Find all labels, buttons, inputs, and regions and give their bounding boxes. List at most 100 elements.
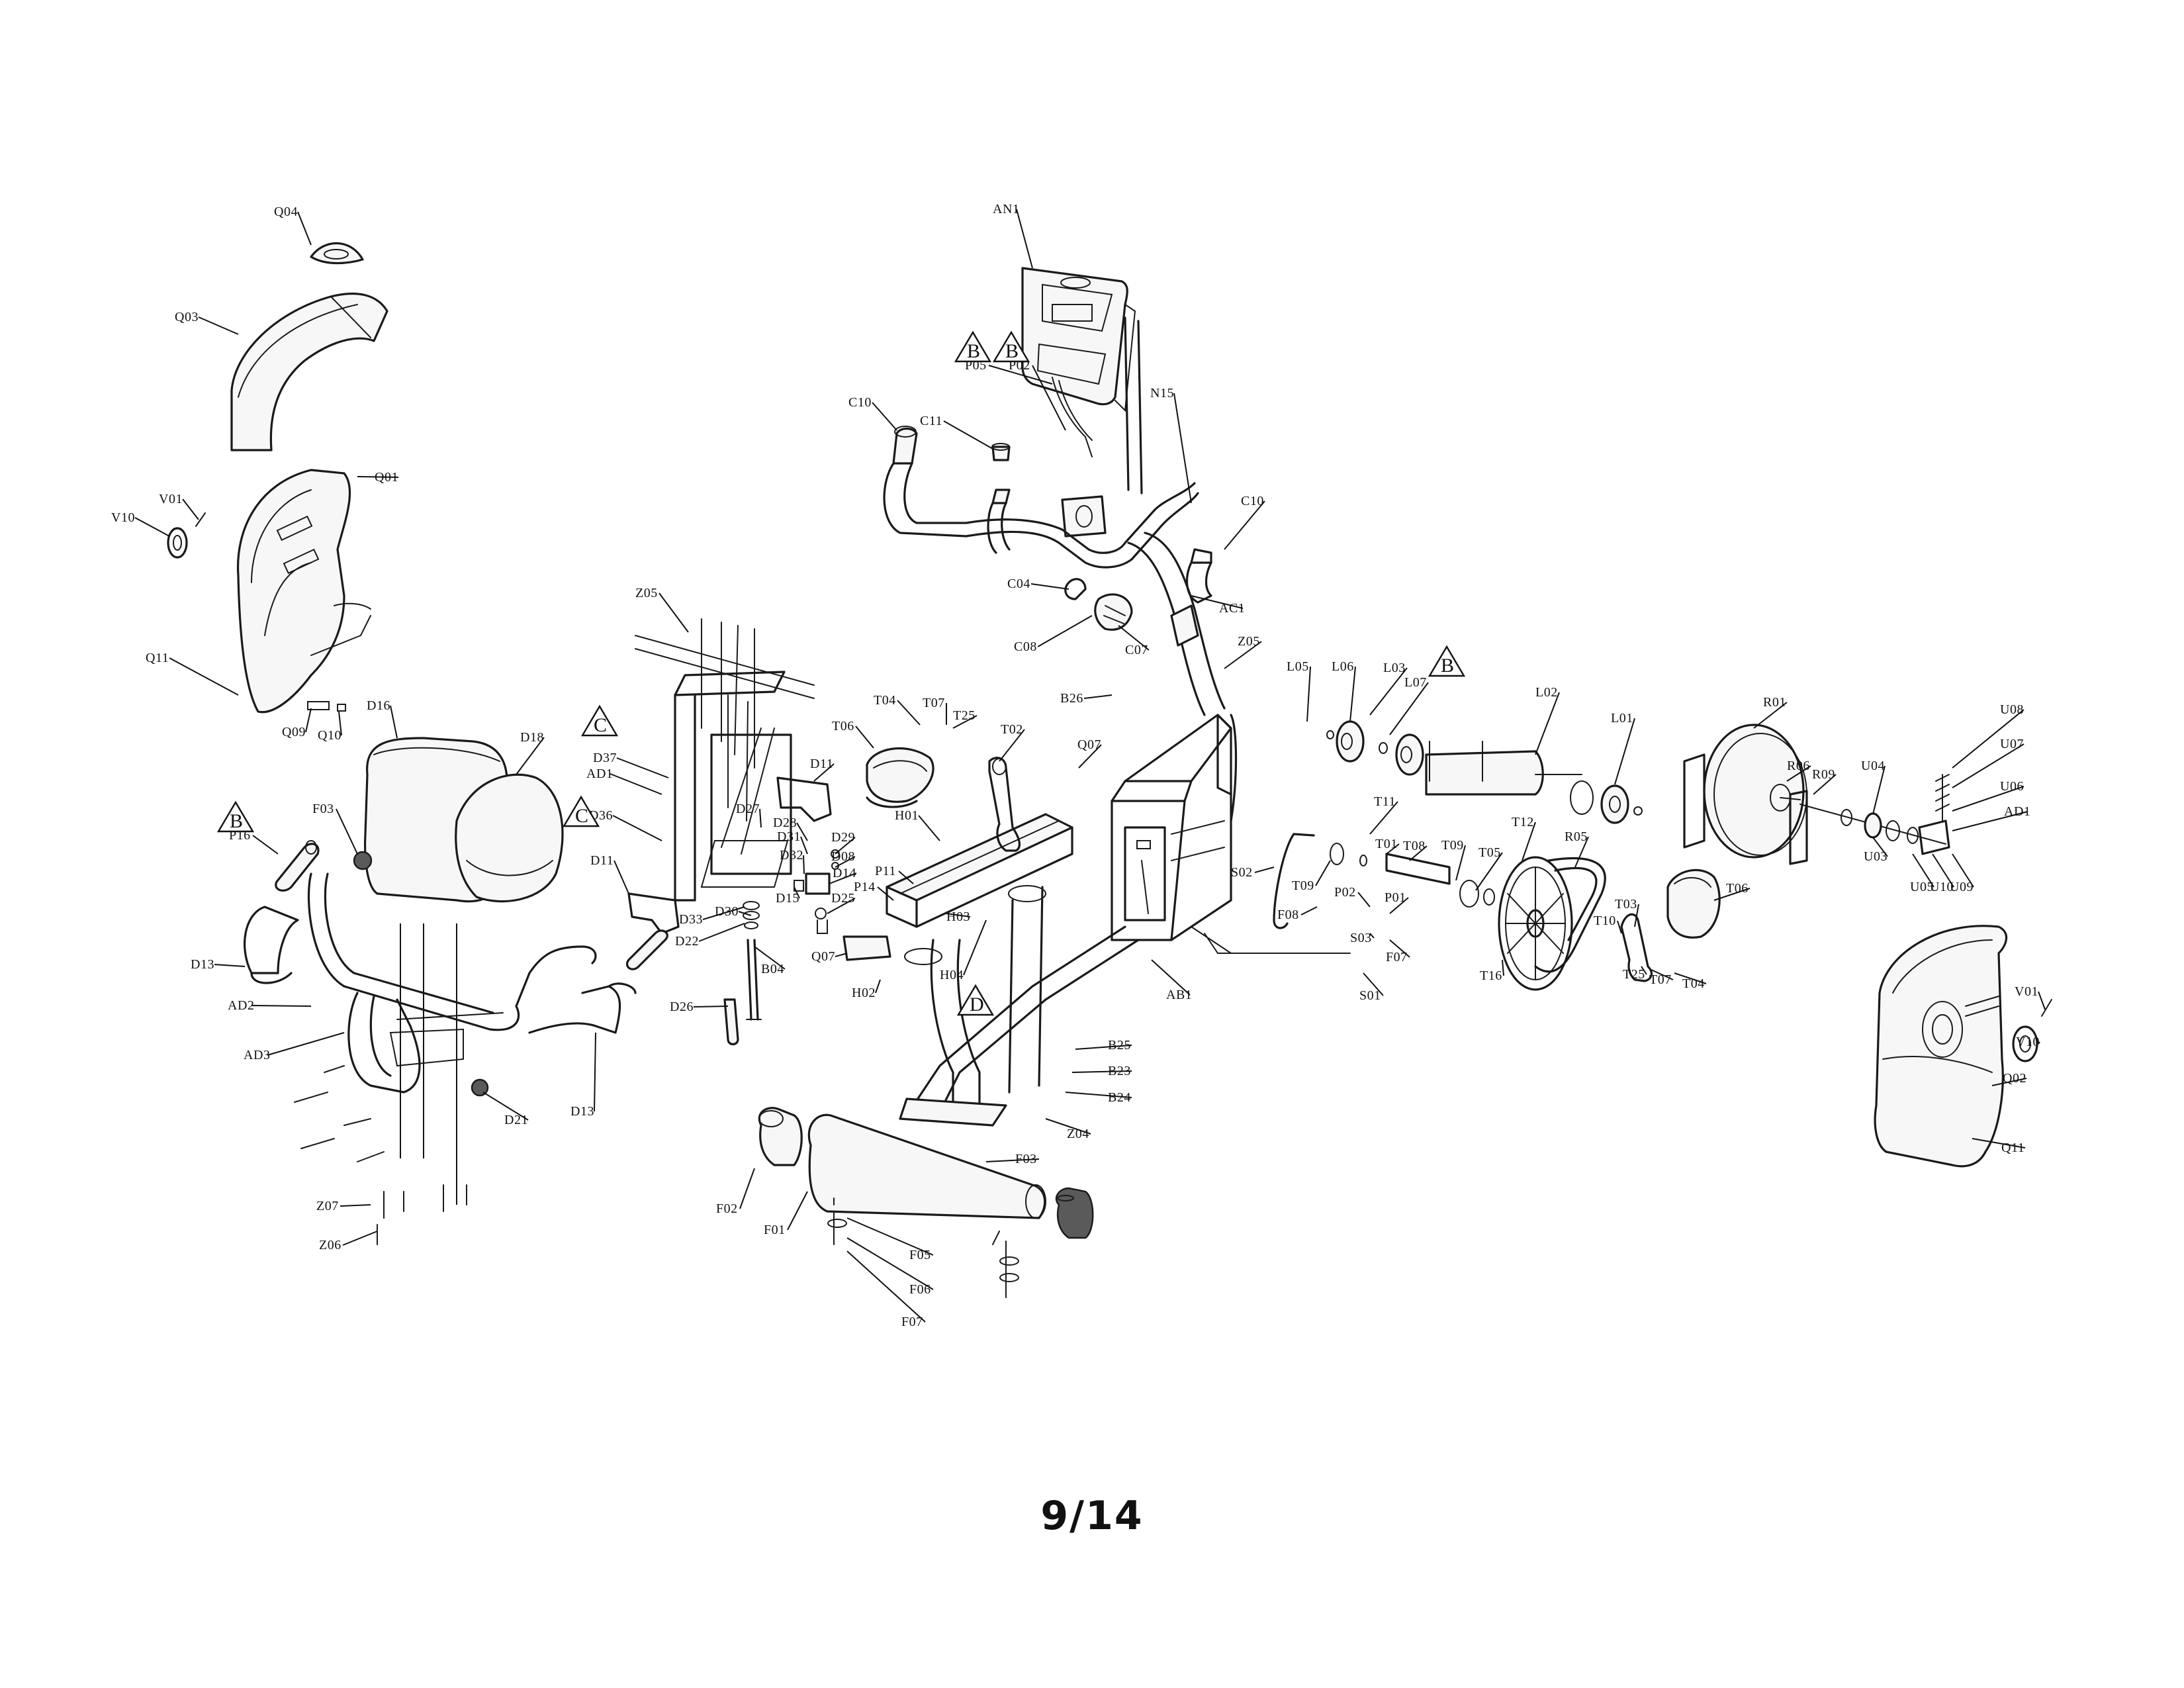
part-label: L07 xyxy=(1404,675,1427,690)
handle-grip-right-d13 xyxy=(528,982,637,1034)
callout-h02: H02 xyxy=(852,979,881,1000)
reference-marker-d: D xyxy=(956,984,995,1016)
leader-line xyxy=(2038,991,2046,1010)
part-label: P01 xyxy=(1385,890,1406,905)
part-label: N15 xyxy=(1150,386,1174,400)
leader-line xyxy=(1369,933,1375,939)
callout-t06: T06 xyxy=(832,719,874,749)
leader-line xyxy=(1254,867,1275,873)
part-label: Q09 xyxy=(282,725,306,739)
marker-letter: C xyxy=(575,805,588,827)
callout-u04: U04 xyxy=(1861,759,1886,815)
leader-line xyxy=(1389,939,1410,958)
handlebar-cap-c11 xyxy=(991,443,1011,461)
part-label: R05 xyxy=(1565,829,1588,844)
part-label: T07 xyxy=(1649,972,1672,987)
callout-d30: D30 xyxy=(715,904,752,919)
leader-line xyxy=(1522,821,1536,861)
callout-t07: T07 xyxy=(923,696,947,725)
leader-line xyxy=(943,420,993,449)
callout-v01: V01 xyxy=(2015,984,2046,1010)
callout-t08: T08 xyxy=(1403,839,1428,861)
callout-l06: L06 xyxy=(1332,659,1356,722)
reference-marker-b: B xyxy=(992,330,1030,363)
part-label: P02 xyxy=(1334,885,1356,900)
leader-line xyxy=(1075,1045,1132,1050)
pin-d26 xyxy=(723,998,739,1046)
callout-b25: B25 xyxy=(1075,1038,1132,1053)
leader-line xyxy=(1037,615,1093,647)
leader-line xyxy=(855,726,874,749)
part-label: AB1 xyxy=(1166,988,1192,1002)
callout-q03: Q03 xyxy=(175,310,239,335)
leader-line xyxy=(1315,860,1331,886)
right-shroud-q02 xyxy=(1874,925,2008,1168)
console-bracket-n15 xyxy=(1061,495,1107,538)
marker-letter: D xyxy=(970,994,984,1015)
leader-line xyxy=(614,860,629,894)
leader-line xyxy=(897,700,921,726)
marker-letter: C xyxy=(594,714,607,736)
callout-q09: Q09 xyxy=(282,708,312,739)
grip-sleeve-p16 xyxy=(275,840,320,892)
part-label: Q11 xyxy=(2001,1141,2025,1155)
seat-bolts xyxy=(294,1065,467,1245)
part-label: V10 xyxy=(111,510,135,525)
leader-line xyxy=(616,757,669,778)
callout-h04: H04 xyxy=(940,919,987,982)
callout-c08: C08 xyxy=(1014,615,1093,654)
leader-line xyxy=(1455,845,1466,881)
leader-line xyxy=(898,870,914,884)
marker-triangle xyxy=(1428,645,1466,677)
crank-handle-s02 xyxy=(1273,833,1315,929)
callout-f07: F07 xyxy=(846,1250,926,1329)
pulleys-l03 xyxy=(1326,720,1424,776)
part-label: AD3 xyxy=(244,1048,270,1062)
part-label: T04 xyxy=(1682,976,1705,991)
callout-f03: F03 xyxy=(985,1152,1040,1166)
part-label: D25 xyxy=(831,891,855,906)
wheels-front xyxy=(1057,1195,1074,1201)
leader-line xyxy=(698,923,745,942)
callout-l05: L05 xyxy=(1287,659,1311,722)
leader-line xyxy=(338,711,342,736)
part-label: R01 xyxy=(1763,695,1786,710)
leveling-feet xyxy=(827,1197,1019,1298)
part-label: P14 xyxy=(854,880,876,894)
callout-p11: P11 xyxy=(875,864,914,884)
leader-line xyxy=(1071,1070,1132,1073)
callout-q11: Q11 xyxy=(146,651,239,696)
leader-line xyxy=(1872,765,1886,815)
part-label: U03 xyxy=(1864,849,1888,864)
leader-line xyxy=(342,1231,378,1246)
console-mast xyxy=(1052,316,1143,494)
leader-line xyxy=(875,979,881,994)
callout-s02: S02 xyxy=(1231,865,1275,880)
leader-line xyxy=(1306,666,1311,722)
part-label: Q07 xyxy=(1077,737,1101,752)
part-label: D21 xyxy=(504,1113,528,1127)
callout-d21: D21 xyxy=(482,1092,529,1127)
callout-d31: D31 xyxy=(777,829,808,855)
belt-wheel-t12 xyxy=(1498,856,1573,991)
leader-line xyxy=(1191,595,1244,609)
leader-line xyxy=(1641,966,1647,975)
leader-line xyxy=(594,1032,596,1112)
leader-line xyxy=(1674,972,1707,984)
callout-t04: T04 xyxy=(1674,972,1707,991)
seat-cushion xyxy=(455,773,564,903)
leader-line xyxy=(1389,682,1429,735)
callout-q01: Q01 xyxy=(357,470,399,485)
callout-q07: Q07 xyxy=(811,949,848,964)
callout-q10: Q10 xyxy=(318,711,342,743)
part-label: AC1 xyxy=(1219,601,1245,616)
leader-line xyxy=(985,1158,1040,1162)
leader-line xyxy=(1300,906,1318,915)
leader-line xyxy=(803,855,805,874)
leader-line xyxy=(846,1250,926,1323)
leader-line xyxy=(610,773,662,795)
part-label: B25 xyxy=(1108,1038,1131,1053)
callout-d18: D18 xyxy=(516,730,545,775)
end-cap-f02 xyxy=(758,1107,803,1166)
callout-p02: P02 xyxy=(1334,885,1371,908)
